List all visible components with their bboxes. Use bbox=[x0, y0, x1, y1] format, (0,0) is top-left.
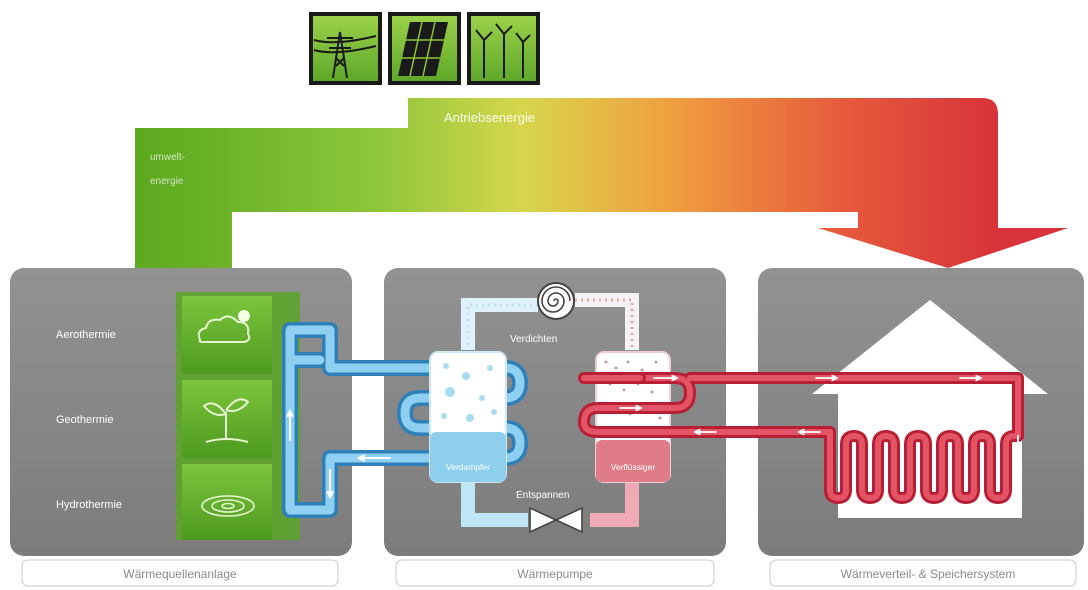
cloud-sun-icon bbox=[197, 310, 251, 343]
source-caption: Wärmequellenanlage bbox=[123, 567, 237, 581]
water-swirl-icon bbox=[201, 495, 255, 517]
refrigerant-circuit bbox=[461, 293, 639, 527]
evaporator-vessel: Verdampfer bbox=[429, 351, 507, 483]
drive-energy-label: Antriebsenergie bbox=[444, 110, 535, 125]
condenser-label: Verflüssiger bbox=[611, 462, 656, 472]
source-caption-box bbox=[21, 559, 339, 587]
expansion-valve-icon bbox=[529, 506, 583, 534]
hydrothermie-tile bbox=[182, 464, 272, 540]
ambient-energy-label-line1: umwelt- bbox=[150, 152, 185, 163]
evaporator-label: Verdampfer bbox=[446, 462, 490, 472]
source-label-aerothermie: Aerothermie bbox=[56, 329, 116, 341]
energy-icons bbox=[309, 12, 540, 85]
source-label-geothermie: Geothermie bbox=[56, 414, 113, 426]
hot-loop-pipe bbox=[578, 372, 1024, 504]
heatpump-caption-box bbox=[395, 559, 715, 587]
source-label-hydrothermie: Hydrothermie bbox=[56, 499, 122, 511]
energy-flow-band: Antriebsenergie umwelt- energie bbox=[135, 98, 1068, 272]
distribution-caption-box bbox=[769, 559, 1077, 587]
heatpump-caption: Wärmepumpe bbox=[517, 567, 593, 581]
compress-label: Verdichten bbox=[510, 334, 557, 345]
wind-turbines-icon bbox=[467, 12, 540, 85]
solar-panel-icon bbox=[388, 12, 461, 85]
sprout-icon bbox=[202, 398, 250, 443]
aerothermie-tile bbox=[182, 296, 272, 374]
expand-label: Entspannen bbox=[516, 490, 569, 501]
compressor-icon bbox=[537, 282, 575, 320]
power-pylon-icon bbox=[309, 12, 382, 85]
source-tiles: Aerothermie Geothermie Hydrothermie bbox=[56, 292, 300, 540]
distribution-caption: Wärmeverteil- & Speichersystem bbox=[841, 567, 1016, 581]
condenser-vessel: Verflüssiger bbox=[595, 351, 671, 483]
ambient-energy-label-line2: energie bbox=[150, 176, 184, 187]
energy-flow-arrow bbox=[135, 98, 1068, 272]
